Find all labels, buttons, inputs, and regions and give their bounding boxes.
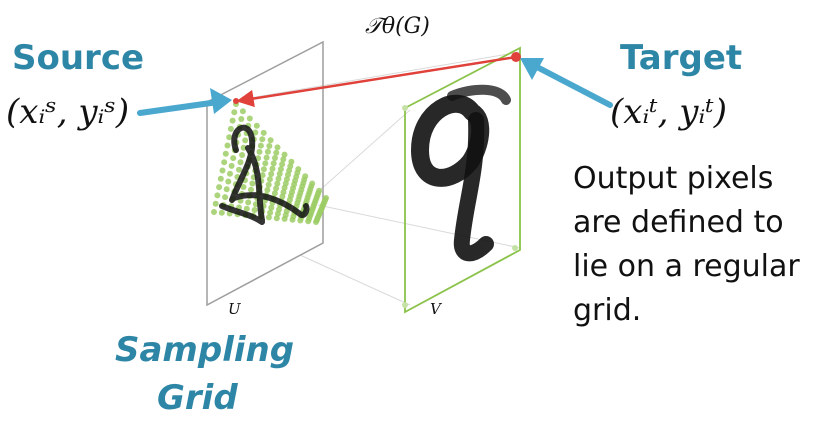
output-plane-v — [404, 46, 521, 314]
source-coords: (xᵢˢ, yᵢˢ) — [6, 92, 130, 132]
sampling-dot — [264, 148, 271, 155]
sampling-dot — [240, 144, 247, 151]
sampling-dot — [249, 180, 256, 187]
output-plane-corner-dots — [402, 105, 518, 308]
sampling-dot — [267, 209, 274, 216]
sampling-dot — [245, 199, 252, 206]
output-description-line-4: grid. — [573, 293, 642, 328]
sampling-dot — [262, 160, 269, 167]
transform-arrow — [236, 55, 517, 108]
sampling-dot — [273, 149, 280, 156]
sampling-dot — [229, 117, 236, 124]
target-pointer-arrow — [520, 58, 613, 108]
target-point — [511, 52, 521, 62]
sampling-dot — [212, 200, 219, 207]
output-description-line-2: are defined to — [573, 205, 784, 240]
sampling-dot — [268, 204, 275, 211]
sampling-dot — [276, 170, 283, 177]
output-description-line-1: Output pixels — [573, 161, 774, 196]
sampling-dot — [211, 209, 217, 215]
sampling-dot — [256, 148, 263, 155]
sampling-dot — [268, 171, 275, 177]
sampling-dot — [238, 116, 245, 122]
sampling-dot — [270, 160, 277, 167]
plane-label-v: V — [430, 300, 441, 318]
sampling-dot — [242, 137, 249, 144]
sampling-dot — [281, 215, 288, 222]
sampling-dot — [219, 167, 226, 174]
sampling-dot — [216, 184, 223, 191]
sampling-dot — [265, 214, 272, 221]
sampling-dot — [214, 192, 221, 199]
sampling-dot — [289, 216, 296, 223]
source-point — [233, 98, 239, 104]
sampling-dot — [227, 125, 234, 132]
sampling-dot — [259, 136, 266, 143]
input-digit-strokes — [219, 124, 310, 225]
sampling-dot — [246, 115, 253, 122]
sampling-dot — [260, 166, 267, 173]
sampling-dot — [248, 186, 254, 193]
sampling-dot — [239, 108, 246, 115]
sampling-dot — [271, 190, 278, 197]
sampling-dot — [226, 134, 233, 141]
sampling-dot — [259, 172, 266, 179]
source-pointer-arrow — [137, 88, 232, 116]
sampling-dot — [218, 209, 225, 216]
sampling-dot — [240, 184, 247, 190]
input-plane-u — [206, 40, 324, 307]
grid-label: Grid — [157, 378, 238, 418]
sampling-dot — [217, 175, 224, 182]
sampling-dot — [272, 155, 278, 161]
sampling-dot — [239, 152, 246, 158]
sampling-dot — [231, 109, 238, 116]
sampling-dot — [269, 165, 276, 172]
sampling-dot — [222, 194, 229, 201]
sampling-dot — [225, 178, 232, 185]
sampling-dot — [279, 161, 286, 168]
sampling-dot — [305, 218, 312, 225]
sampling-dot — [236, 166, 242, 173]
sampling-dot — [243, 205, 250, 212]
sampling-dot — [257, 142, 264, 149]
sampling-label: Sampling — [115, 330, 295, 370]
sampling-dot — [266, 176, 273, 183]
sampling-dot — [237, 159, 244, 166]
sampling-dot — [274, 144, 281, 151]
sampling-dot — [297, 217, 304, 224]
sampling-dot — [263, 154, 270, 161]
target-coords: (xᵢᵗ, yᵢᵗ) — [610, 92, 727, 132]
sampling-dot — [265, 181, 272, 188]
sampling-dot — [273, 185, 280, 192]
sampling-dot — [230, 155, 237, 162]
sampling-dot — [267, 137, 274, 144]
sampling-dot — [228, 162, 235, 169]
sampling-dot — [221, 159, 228, 166]
sampling-dot — [275, 175, 282, 182]
source-title: Source — [12, 38, 145, 78]
sampling-dot — [227, 170, 233, 177]
sampling-dot — [274, 180, 281, 187]
target-title: Target — [620, 38, 743, 78]
sampling-dot — [260, 129, 267, 136]
output-digit-nine — [411, 84, 511, 262]
transform-label: 𝒯θ(G) — [365, 14, 430, 39]
sampling-dot — [273, 215, 280, 222]
sampling-dot — [251, 207, 258, 213]
sampling-dot — [266, 143, 273, 149]
plane-label-u: U — [228, 300, 241, 318]
sampling-dot — [280, 156, 287, 163]
sampling-dot — [224, 142, 231, 149]
sampling-dot — [313, 219, 319, 225]
sampling-dot — [253, 122, 260, 129]
output-description-line-3: lie on a regular — [573, 249, 800, 284]
sampling-dot — [281, 151, 288, 158]
sampling-dot — [223, 186, 230, 193]
sampling-dot — [264, 187, 271, 193]
sampling-dot — [222, 150, 229, 157]
sampling-dot — [277, 166, 284, 173]
